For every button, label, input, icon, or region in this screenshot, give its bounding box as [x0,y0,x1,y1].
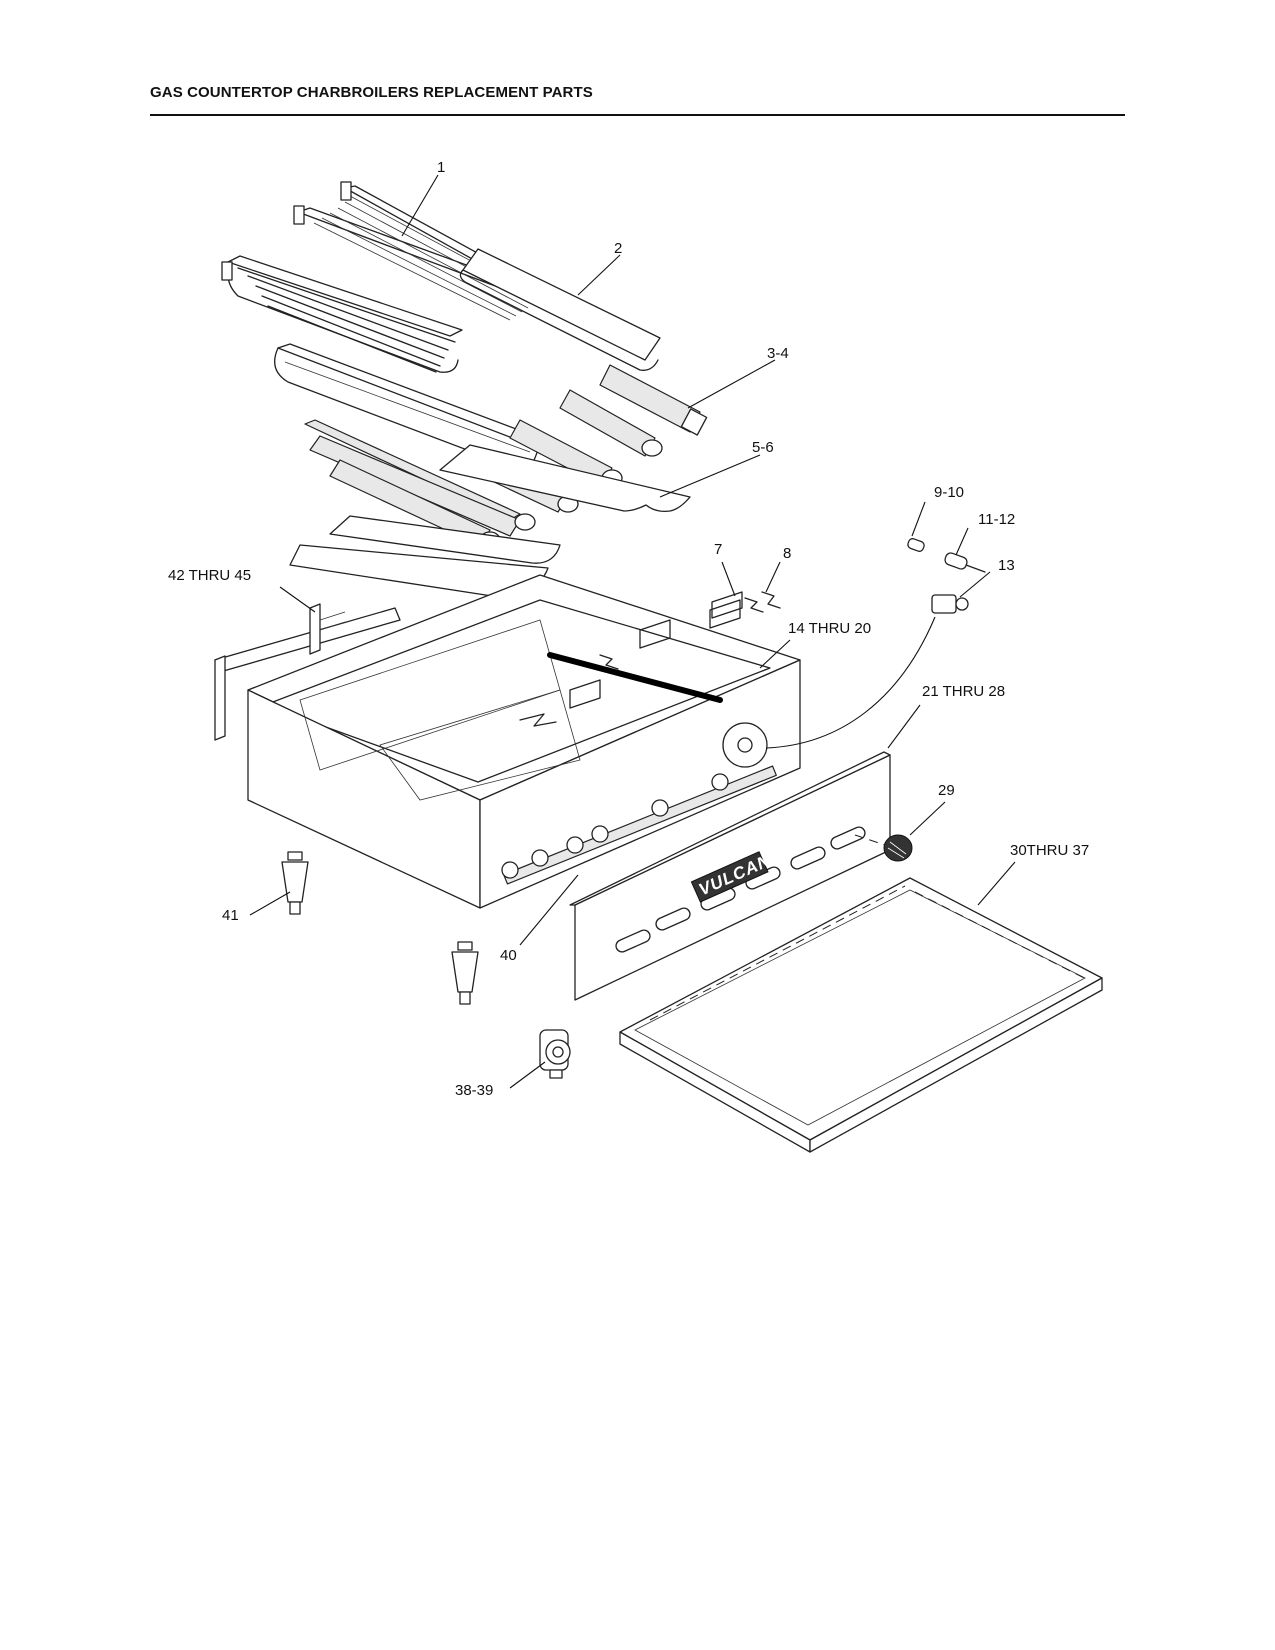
callout-41: 41 [222,907,239,924]
callout-11-12: 11-12 [978,511,1015,528]
part-legs [281,851,479,1005]
callout-9-10: 9-10 [934,484,964,501]
part-brackets [711,591,781,619]
callout-21-thru-28: 21 THRU 28 [922,683,1005,700]
callout-30-thru-37: 30THRU 37 [1010,842,1089,859]
part-control-knob [854,834,913,862]
part-lower-radiants [289,444,691,597]
page-header: GAS COUNTERTOP CHARBROILERS REPLACEMENT … [150,84,1125,116]
callout-42-thru-45: 42 THRU 45 [168,567,251,584]
callout-38-39: 38-39 [455,1082,493,1099]
part-drip-tray [619,877,1103,1153]
callout-labels: 1 2 3-4 5-6 9-10 11-12 13 7 8 14 THRU 20… [168,159,1089,1099]
part-side-panel [214,603,401,741]
callout-3-4: 3-4 [767,345,789,362]
callout-1: 1 [437,159,445,176]
callout-14-thru-20: 14 THRU 20 [788,620,871,637]
callout-40: 40 [500,947,517,964]
callout-7: 7 [714,541,722,558]
callout-13: 13 [998,557,1015,574]
callout-8: 8 [783,545,791,562]
callout-5-6: 5-6 [752,439,774,456]
part-radiant-upper [459,248,661,371]
part-top-grates [221,181,546,373]
leader-lines [249,174,1016,1089]
page-title: GAS COUNTERTOP CHARBROILERS REPLACEMENT … [150,84,593,101]
callout-2: 2 [614,240,622,257]
part-burners [304,364,708,549]
part-gas-regulator [539,1029,571,1079]
callout-29: 29 [938,782,955,799]
part-main-body [247,574,801,909]
part-valve-components [907,538,986,614]
